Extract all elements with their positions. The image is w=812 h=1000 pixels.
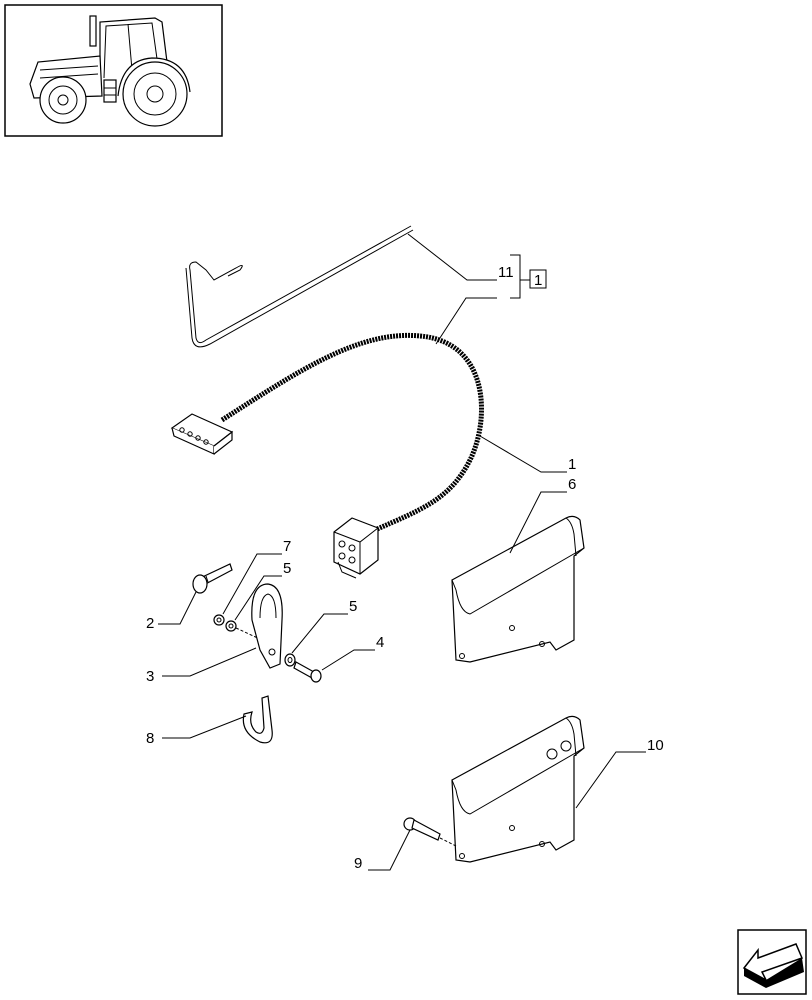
block-connector-icon xyxy=(333,517,379,579)
part-10-bracket-plate xyxy=(451,715,585,863)
part-3-clamp xyxy=(251,583,283,669)
part-2-screw xyxy=(192,563,233,594)
flat-connector-icon xyxy=(170,413,234,455)
kit-reference-box xyxy=(529,269,547,289)
part-5-washer-right xyxy=(284,653,296,667)
callout-5-upper: 5 xyxy=(283,560,291,577)
part-9-bolt xyxy=(403,817,457,847)
callout-8: 8 xyxy=(146,730,154,747)
callout-6: 6 xyxy=(568,476,576,493)
callout-1: 1 xyxy=(568,456,576,473)
part-1-wiring-harness xyxy=(170,332,484,579)
callout-11: 11 xyxy=(498,264,514,281)
callout-2: 2 xyxy=(146,615,154,632)
part-8-cable-tie xyxy=(242,695,273,744)
callout-4: 4 xyxy=(376,634,384,651)
next-page-arrow-icon[interactable] xyxy=(737,929,807,995)
leader-lines xyxy=(158,233,646,871)
part-4-bolt xyxy=(293,661,322,683)
part-6-bracket-plate xyxy=(451,515,585,663)
callout-3: 3 xyxy=(146,668,154,685)
kit-box-label: 1 xyxy=(534,272,542,289)
part-5-washer-left xyxy=(225,620,237,632)
callout-10: 10 xyxy=(647,737,664,754)
callout-5-lower: 5 xyxy=(349,598,357,615)
callout-9: 9 xyxy=(354,855,362,872)
part-7-nut xyxy=(213,614,225,626)
tractor-thumbnail-icon xyxy=(4,4,223,137)
callout-7: 7 xyxy=(283,538,291,555)
part-11-wire-rod xyxy=(185,225,414,348)
